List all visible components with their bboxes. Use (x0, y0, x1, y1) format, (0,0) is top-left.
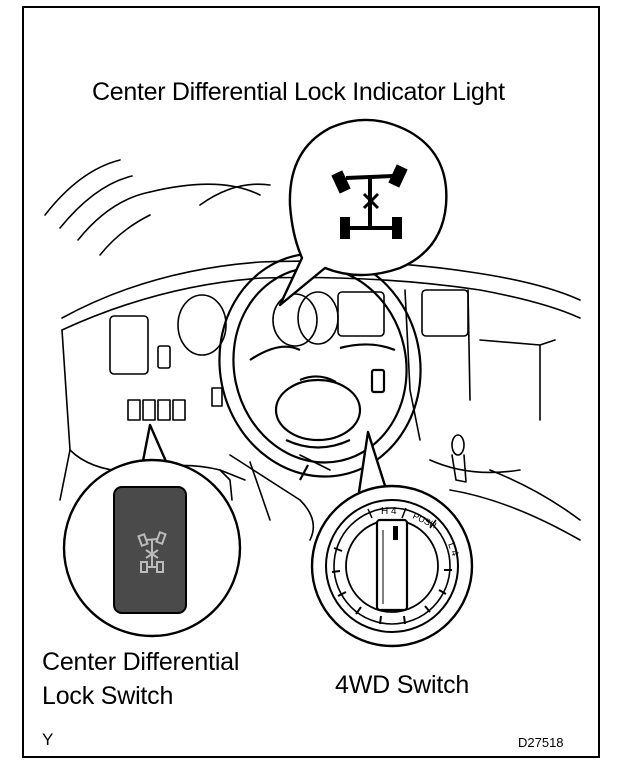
l4-position-label: L 4 (445, 541, 460, 558)
figure-frame (22, 6, 600, 758)
h4-position-label: H 4 (381, 506, 397, 517)
figure-code: D27518 (518, 735, 564, 750)
4wd-switch-label: 4WD Switch (335, 671, 470, 699)
corner-mark: Y (42, 730, 54, 749)
lock-switch-label-line1: Center Differential (42, 648, 240, 676)
center-diff-lock-switch-icon (113, 486, 187, 614)
indicator-light-label: Center Differential Lock Indicator Light (92, 78, 505, 106)
lock-switch-label-line2: Lock Switch (42, 682, 174, 710)
indicator-light-callout (278, 118, 448, 307)
4wd-drivetrain-lock-icon (331, 164, 408, 239)
4wd-switch-knob-icon (325, 499, 459, 633)
